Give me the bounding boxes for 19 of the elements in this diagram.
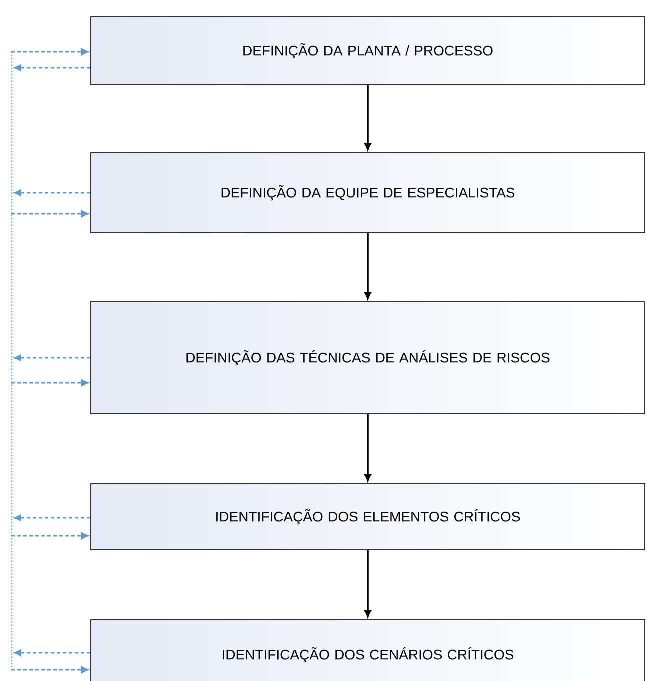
process-box: DEFINIÇÃO DA EQUIPE DE ESPECIALISTAS xyxy=(90,152,646,234)
arrow xyxy=(12,532,89,540)
process-box: IDENTIFICAÇÃO DOS ELEMENTOS CRÍTICOS xyxy=(90,484,646,550)
arrow xyxy=(14,514,90,522)
arrow xyxy=(12,666,89,674)
arrow xyxy=(14,190,90,196)
arrow xyxy=(12,380,89,386)
arrow xyxy=(14,650,90,656)
arrow xyxy=(12,48,89,56)
process-box: DEFINIÇÃO DAS TÉCNICAS DE ANÁLISES DE RISCOS xyxy=(90,302,646,414)
arrow xyxy=(364,86,372,150)
arrow xyxy=(364,234,372,300)
arrow xyxy=(14,354,90,362)
arrow xyxy=(12,210,89,218)
arrow xyxy=(364,414,372,482)
process-box: DEFINIÇÃO DA PLANTA / PROCESSO xyxy=(90,16,646,86)
arrow xyxy=(364,550,372,618)
process-box: IDENTIFICAÇÃO DOS CENÁRIOS CRÍTICOS xyxy=(90,620,646,681)
arrow xyxy=(14,64,90,72)
